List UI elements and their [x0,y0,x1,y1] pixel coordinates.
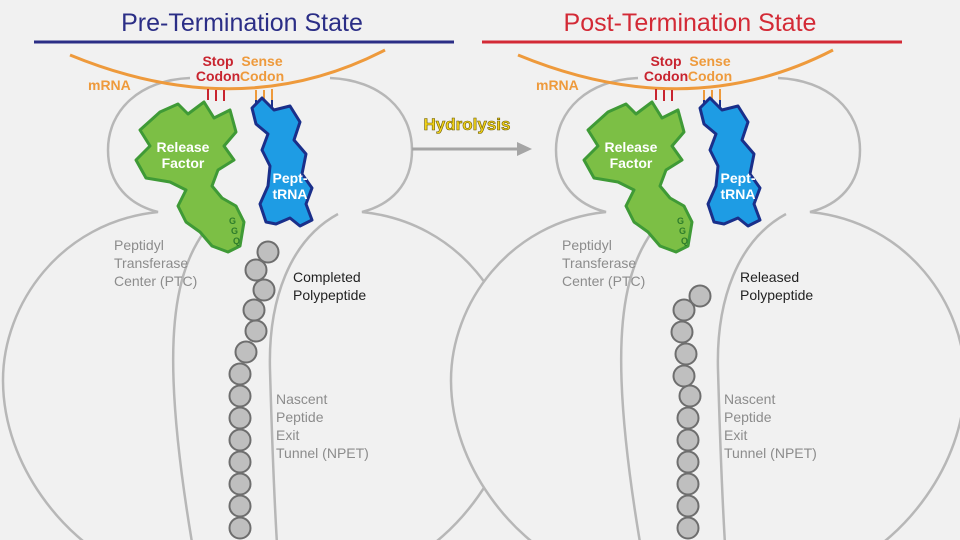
npet-label-line4: Tunnel (NPET) [724,445,817,461]
sense-codon-label-line2: Codon [688,68,732,84]
npet-label-line3: Exit [724,427,747,443]
npet-label-line4: Tunnel (NPET) [276,445,369,461]
ptc-label-line1: Peptidyl [114,237,164,253]
arrowhead-icon [517,142,532,156]
ptc-label: Peptidyl Transferase Center (PTC) [114,237,197,289]
stop-codon-label-line2: Codon [196,68,240,84]
polypeptide-label-line1: Completed [293,269,361,285]
ggq-g1: G [677,216,684,226]
ggq-g2: G [231,226,238,236]
ptc-label-line2: Transferase [562,255,636,271]
ptc-label-line3: Center (PTC) [562,273,645,289]
panel-title: Post-Termination State [564,9,817,37]
sense-codon-label-line1: Sense [689,53,730,69]
npet-label-line1: Nascent [724,391,775,407]
hydrolysis-label: Hydrolysis [424,115,511,134]
post-termination-panel: Post-Termination State mRNA Stop Codon S… [449,9,960,540]
release-factor-label-line1: Release [605,139,658,155]
stop-codon-label-line1: Stop [202,53,233,69]
mrna-label: mRNA [88,77,131,93]
release-factor: Release Factor G G Q [582,100,694,254]
ggq-q: Q [681,236,688,246]
pept-trna: Pept- tRNA [698,96,762,228]
ptc-label: Peptidyl Transferase Center (PTC) [562,237,645,289]
mrna-strand [69,48,386,91]
npet-label-line2: Peptide [276,409,324,425]
stop-codon-label-line2: Codon [644,68,688,84]
npet-label-line3: Exit [276,427,299,443]
release-factor: Release Factor G G Q [134,100,246,254]
npet-label: Nascent Peptide Exit Tunnel (NPET) [276,391,369,461]
polypeptide-label-line2: Polypeptide [293,287,366,303]
polypeptide-chain [228,240,280,540]
pept-trna-label-line1: Pept- [721,170,756,186]
polypeptide-chain [670,284,712,540]
sense-codon-label-line2: Codon [240,68,284,84]
release-factor-label-line1: Release [157,139,210,155]
sense-codon-label-line1: Sense [241,53,282,69]
npet-label-line2: Peptide [724,409,772,425]
stop-codon-label-line1: Stop [650,53,681,69]
ptc-label-line2: Transferase [114,255,188,271]
hydrolysis-arrow: Hydrolysis [412,115,532,156]
stop-codon-ticks [207,89,225,101]
ggq-g2: G [679,226,686,236]
panel-title: Pre-Termination State [121,9,363,37]
pept-trna-label-line1: Pept- [273,170,308,186]
pept-trna: Pept- tRNA [250,96,314,228]
pre-termination-panel: Pre-Termination State mRNA Stop Codon Se… [1,9,519,540]
mrna-strand [517,48,834,91]
stop-codon-ticks [655,89,673,101]
polypeptide-label-line2: Polypeptide [740,287,813,303]
release-factor-label-line2: Factor [610,155,653,171]
polypeptide-label: Released Polypeptide [740,269,813,303]
npet-label-line1: Nascent [276,391,327,407]
ptc-label-line1: Peptidyl [562,237,612,253]
ggq-q: Q [233,236,240,246]
mrna-label: mRNA [536,77,579,93]
polypeptide-label: Completed Polypeptide [293,269,366,303]
npet-label: Nascent Peptide Exit Tunnel (NPET) [724,391,817,461]
ptc-label-line3: Center (PTC) [114,273,197,289]
polypeptide-label-line1: Released [740,269,799,285]
release-factor-label-line2: Factor [162,155,205,171]
pept-trna-label-line2: tRNA [273,186,308,202]
ggq-g1: G [229,216,236,226]
pept-trna-label-line2: tRNA [721,186,756,202]
